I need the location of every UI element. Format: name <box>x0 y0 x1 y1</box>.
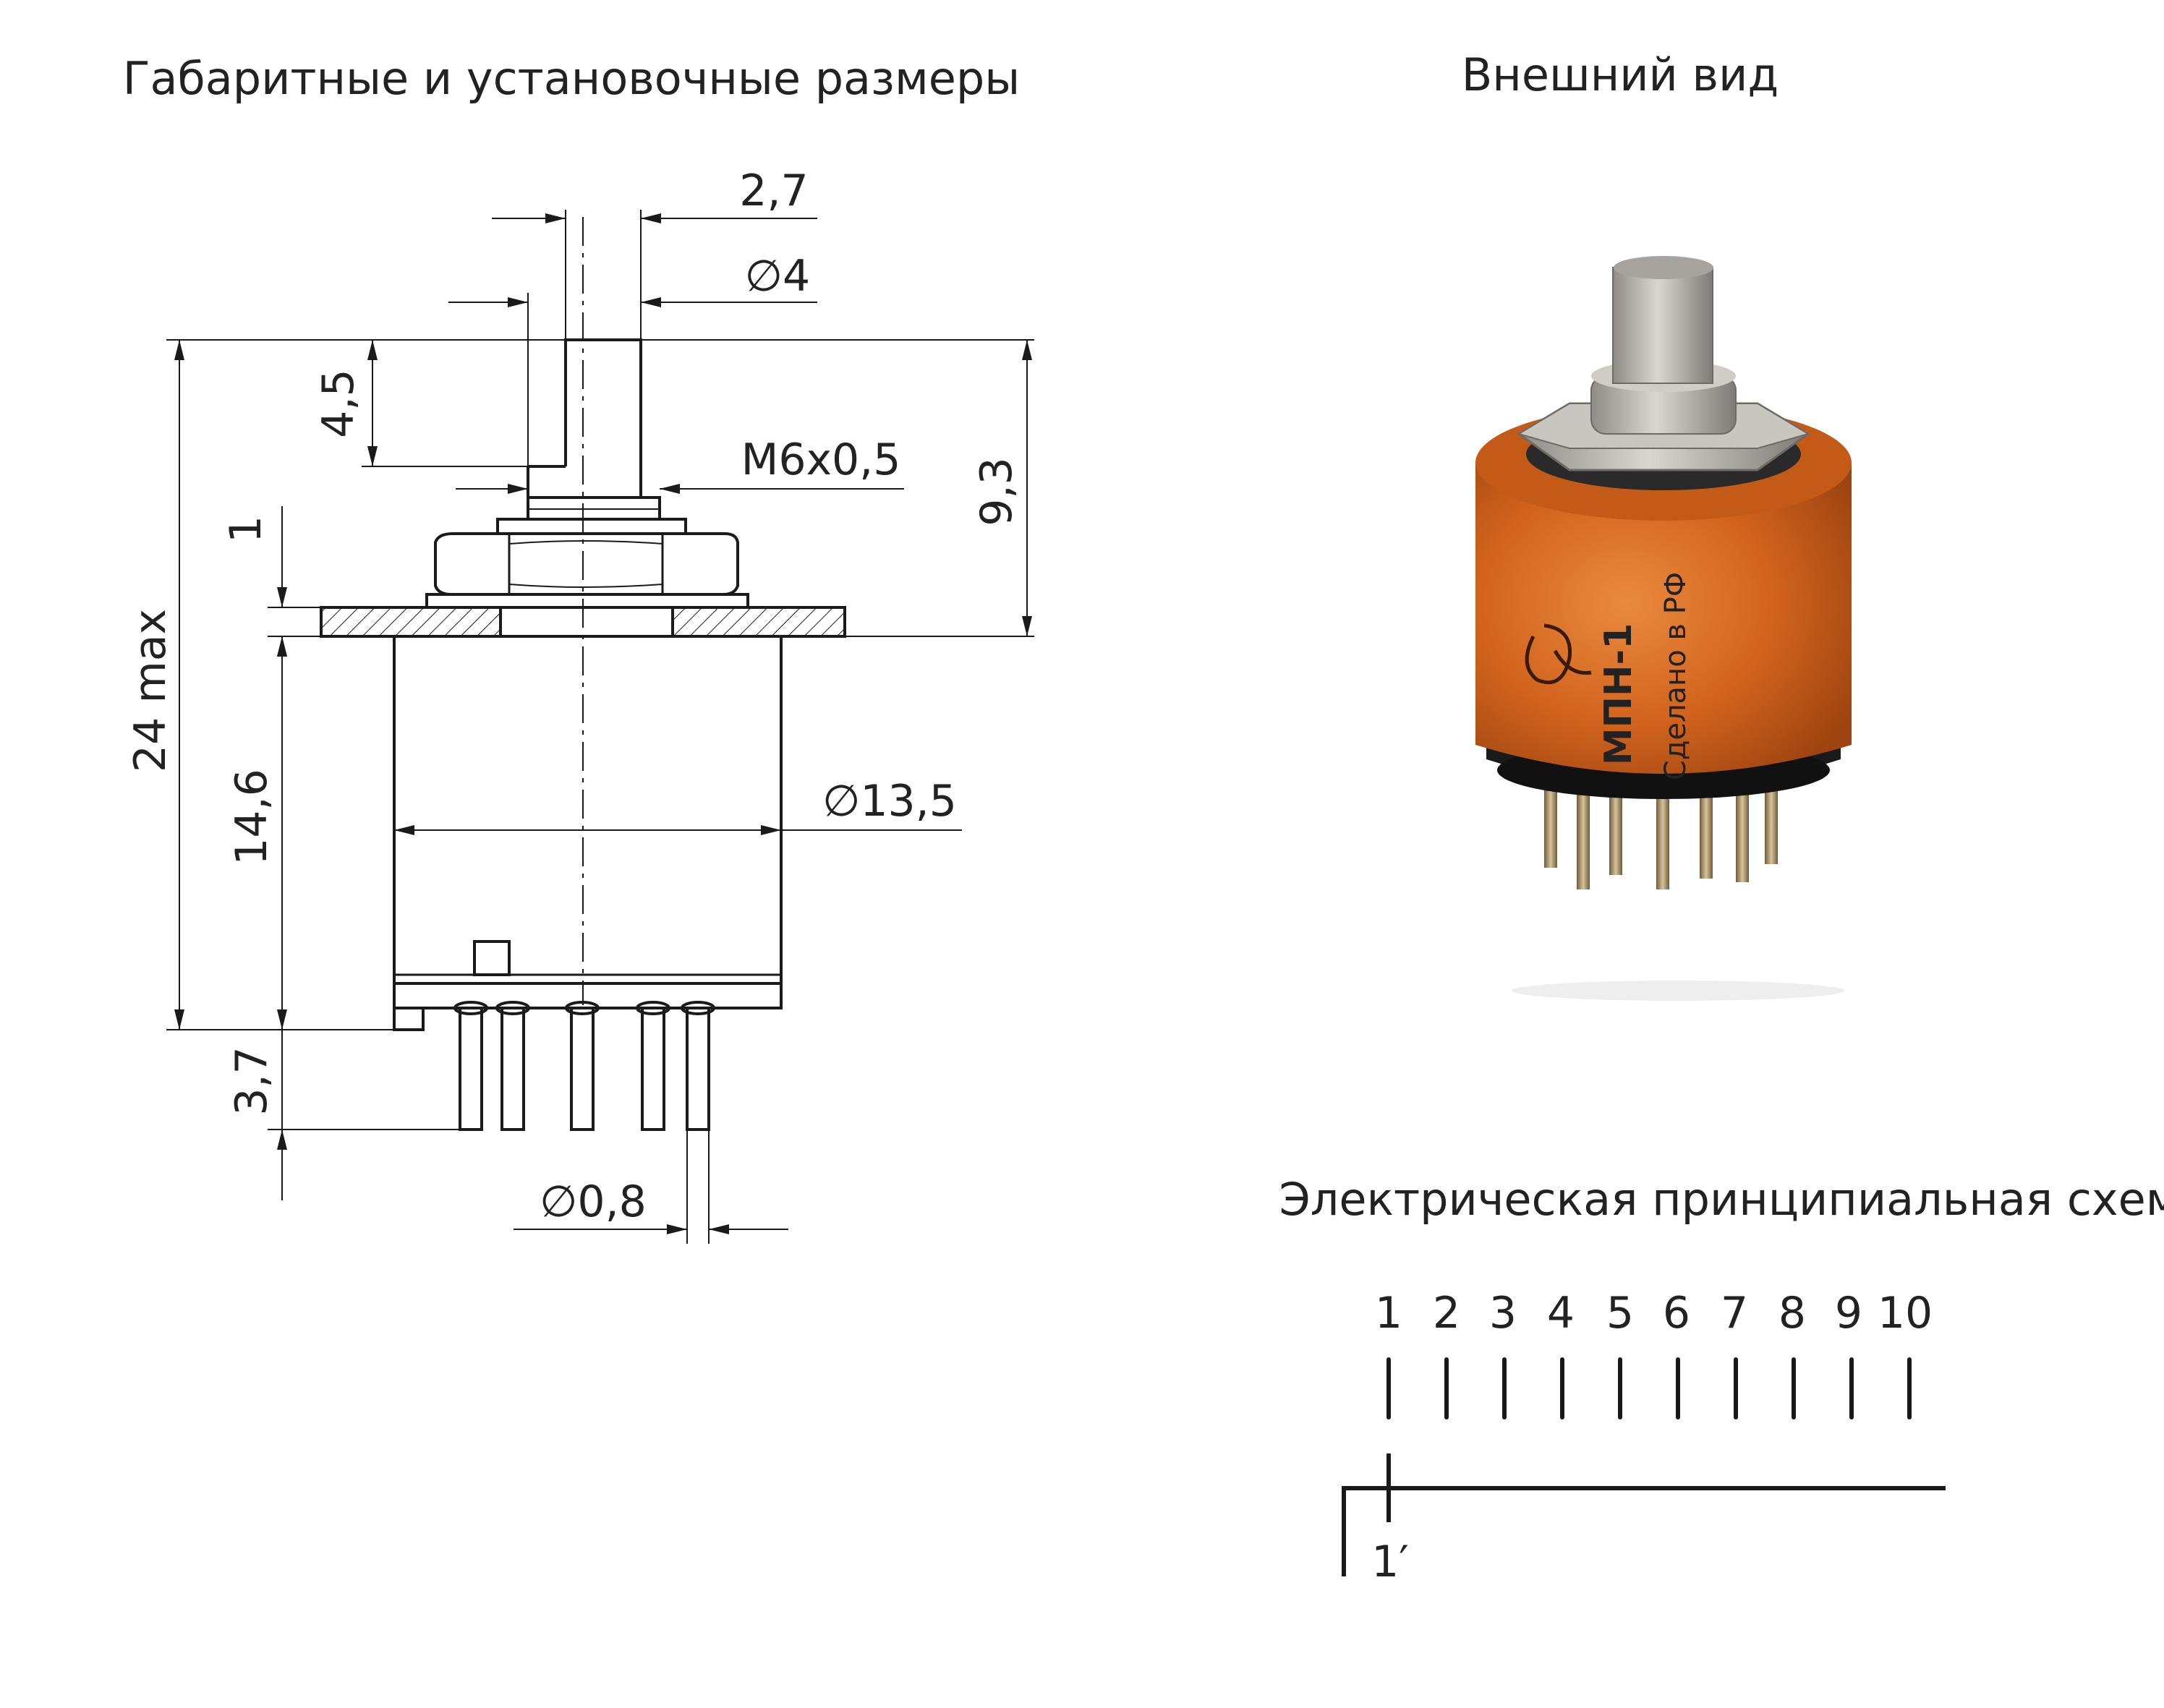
schematic-diagram: 1 2 3 4 5 6 7 8 9 10 1′ <box>1342 1288 1946 1587</box>
common-contact-label: 1′ <box>1371 1537 1409 1587</box>
dimension-labels: 2,7 ∅4 4,5 M6x0,5 9,3 1 24 max 14,6 ∅13,… <box>125 166 1022 1227</box>
contact-label: 10 <box>1878 1288 1933 1338</box>
dimensions-title: Габаритные и установочные размеры <box>123 52 1020 105</box>
hex-nut <box>425 518 749 609</box>
photo-pins <box>1544 777 1778 889</box>
dim-pin-length: 3,7 <box>226 1046 277 1115</box>
contact-label: 2 <box>1433 1288 1460 1338</box>
dim-flat-length: 4,5 <box>313 369 364 437</box>
dimension-lines <box>166 210 1034 1244</box>
contact-label: 3 <box>1489 1288 1517 1338</box>
dim-shaft-diameter: ∅4 <box>745 251 810 302</box>
dim-total-height: 24 max <box>125 609 176 772</box>
shaft <box>527 338 661 521</box>
contact-label: 9 <box>1835 1288 1862 1338</box>
contact-label: 7 <box>1721 1288 1748 1338</box>
schematic-title: Электрическая принципиальная схема <box>1279 1173 2164 1226</box>
common-bus <box>1342 1453 1946 1576</box>
product-photo: МПН-1 Сделано в РФ <box>1475 256 1852 1001</box>
dim-thread: M6x0,5 <box>741 435 901 485</box>
dim-body-height: 14,6 <box>226 769 277 866</box>
dim-body-diameter: ∅13,5 <box>822 776 957 827</box>
manufacturer-logo <box>1525 623 1592 685</box>
photo-made-in-label: Сделано в РФ <box>1659 572 1692 780</box>
contact-label: 5 <box>1606 1288 1634 1338</box>
technical-drawing: 2,7 ∅4 4,5 M6x0,5 9,3 1 24 max 14,6 ∅13,… <box>125 166 1034 1244</box>
contact-label: 8 <box>1779 1288 1806 1338</box>
switch-body <box>393 635 783 1031</box>
dim-shaft-height: 9,3 <box>971 457 1022 526</box>
contact-label: 6 <box>1663 1288 1690 1338</box>
dim-pin-diameter: ∅0,8 <box>540 1177 647 1227</box>
photo-model-label: МПН-1 <box>1597 623 1640 766</box>
dim-flat-width: 2,7 <box>739 166 808 216</box>
contact-label: 4 <box>1547 1288 1575 1338</box>
appearance-title: Внешний вид <box>1462 48 1779 101</box>
contact-ticks <box>1386 1357 1912 1419</box>
contact-labels: 1 2 3 4 5 6 7 8 9 10 <box>1375 1288 1933 1338</box>
pins <box>453 1001 715 1131</box>
dim-flange-thickness: 1 <box>221 516 271 543</box>
contact-label: 1 <box>1375 1288 1402 1338</box>
